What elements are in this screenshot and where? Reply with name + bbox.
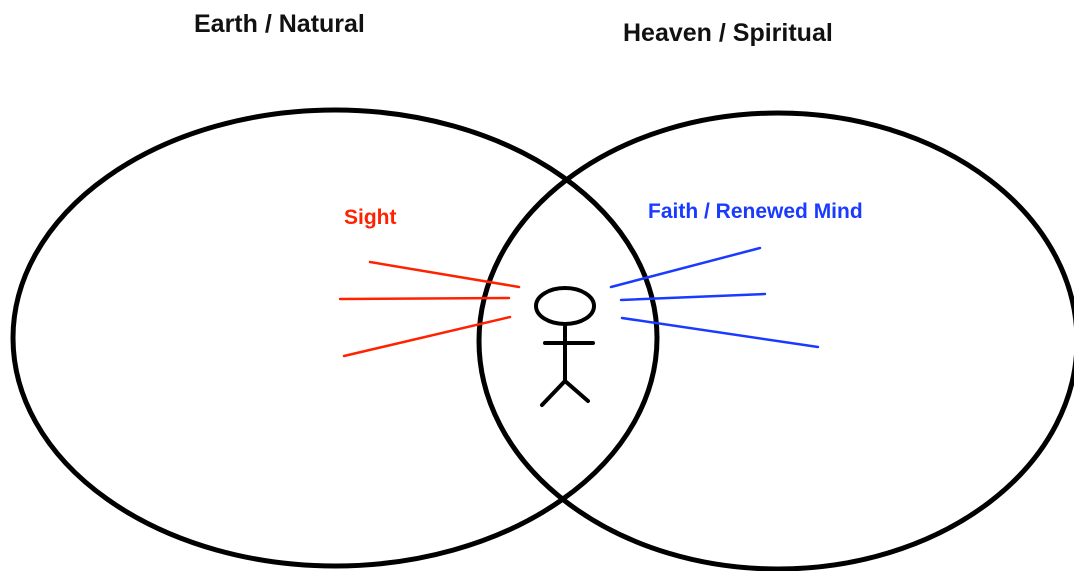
stick-figure-right-leg [563,379,590,403]
stick-figure-head [534,286,596,326]
heaven-spiritual-circle [476,110,1074,571]
sight-label: Sight [344,206,397,229]
earth-natural-circle [10,107,660,569]
person-stick-figure [534,286,596,407]
faith-ray-lower [620,316,820,349]
earth-natural-title: Earth / Natural [194,10,365,38]
sight-ray-upper [368,260,521,289]
stick-figure-left-leg [540,379,567,407]
sight-ray-middle [338,296,511,301]
faith-ray-middle [619,292,767,302]
faith-renewed-mind-label: Faith / Renewed Mind [648,200,863,223]
heaven-spiritual-title: Heaven / Spiritual [623,19,833,47]
faith-rays [609,246,820,349]
sight-ray-lower [342,315,512,358]
faith-ray-upper [609,246,762,289]
sight-rays [338,260,521,358]
